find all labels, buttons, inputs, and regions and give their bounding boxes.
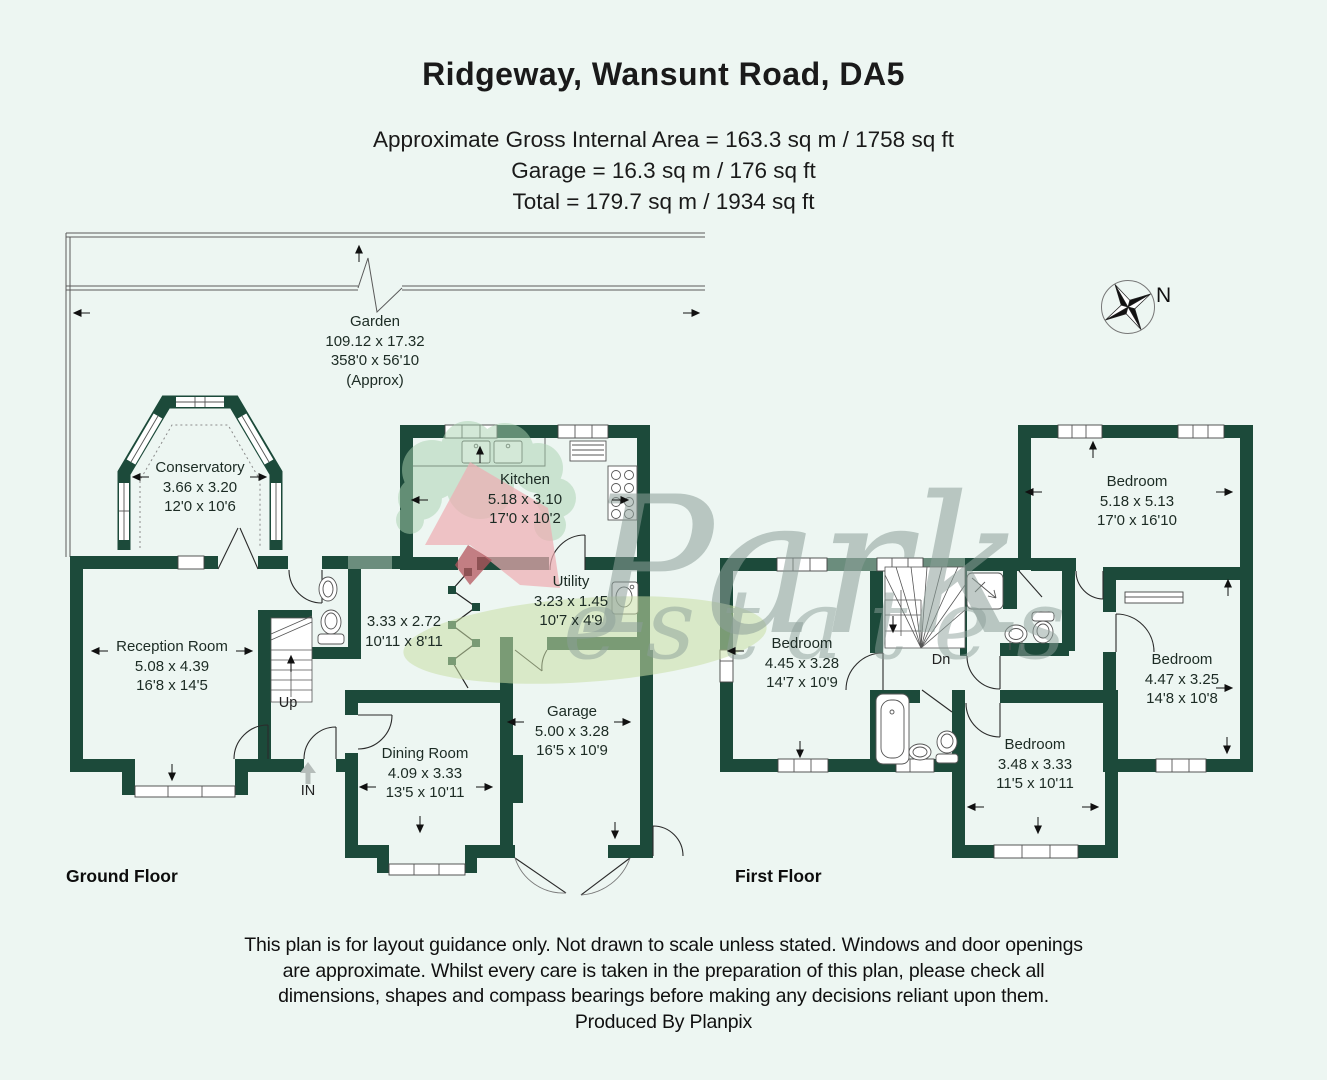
- room-label-dining: Dining Room 4.09 x 3.33 13'5 x 10'11: [381, 745, 469, 801]
- first-floor-label: First Floor: [735, 866, 822, 886]
- room-label-bedroom-right: Bedroom 4.47 x 3.25 14'8 x 10'8: [1144, 651, 1220, 707]
- room-label-bedroom-bottom: Bedroom 3.48 x 3.33 11'5 x 10'11: [996, 736, 1074, 792]
- toilet-icon: [317, 576, 345, 645]
- page-title: Ridgeway, Wansunt Road, DA5: [422, 56, 905, 92]
- shower-icon: [966, 572, 1004, 610]
- produced-by: Produced By Planpix: [574, 1010, 753, 1033]
- stairs-up-label: Up: [278, 695, 298, 711]
- stairs-dn-label: Dn: [931, 652, 951, 668]
- room-label-utility: Utility 3.23 x 1.45 10'7 x 4'9: [533, 573, 609, 629]
- ground-floor-label: Ground Floor: [66, 866, 178, 886]
- disclaimer: This plan is for layout guidance only. N…: [134, 933, 1194, 1035]
- room-label-bedroom-master: Bedroom 5.18 x 5.13 17'0 x 16'10: [1097, 473, 1177, 529]
- watermark-text-park: Park: [583, 456, 1025, 677]
- room-label-bedroom-left: Bedroom 4.45 x 3.28 14'7 x 10'9: [764, 635, 840, 691]
- watermark-logo: Park estates: [396, 421, 1092, 684]
- total-area: Total = 179.7 sq m / 1934 sq ft: [512, 189, 815, 214]
- area-summary: Approximate Gross Internal Area = 163.3 …: [0, 124, 1327, 217]
- doors: [217, 527, 1155, 896]
- room-label-conservatory: Conservatory 3.66 x 3.20 12'0 x 10'6: [155, 459, 245, 515]
- bathroom-sink-icon: [908, 743, 932, 761]
- gross-internal-area: Approximate Gross Internal Area = 163.3 …: [373, 127, 954, 152]
- room-label-reception: Reception Room 5.08 x 4.39 16'8 x 14'5: [116, 638, 228, 694]
- dimension-arrows: [72, 244, 1234, 840]
- garage-area: Garage = 16.3 sq m / 176 sq ft: [511, 158, 816, 183]
- wc-sink-icon: [1004, 624, 1028, 650]
- wc-toilet-icon: [1031, 611, 1055, 644]
- bathroom-toilet-icon: [935, 730, 959, 764]
- entrance-arrow-icon: [300, 762, 316, 784]
- bathtub-icon: [875, 693, 910, 765]
- windows: [119, 397, 1225, 876]
- compass-north-label: N: [1156, 284, 1172, 307]
- garden-boundary: [65, 232, 705, 557]
- room-label-garage: Garage 5.00 x 3.28 16'5 x 10'9: [534, 703, 610, 759]
- watermark-text-estates: estates: [563, 569, 1092, 681]
- stairs-first: [884, 566, 966, 649]
- room-label-hallway: 3.33 x 2.72 10'11 x 8'11: [365, 613, 443, 650]
- compass-icon: [1101, 280, 1155, 334]
- hob-icon: [607, 465, 638, 521]
- room-label-kitchen: Kitchen 5.18 x 3.10 17'0 x 10'2: [487, 471, 563, 527]
- entrance-in-label: IN: [300, 783, 316, 799]
- conservatory-dashed-line: [139, 424, 261, 548]
- garden-label: Garden 109.12 x 17.32 358'0 x 56'10 (App…: [325, 313, 425, 389]
